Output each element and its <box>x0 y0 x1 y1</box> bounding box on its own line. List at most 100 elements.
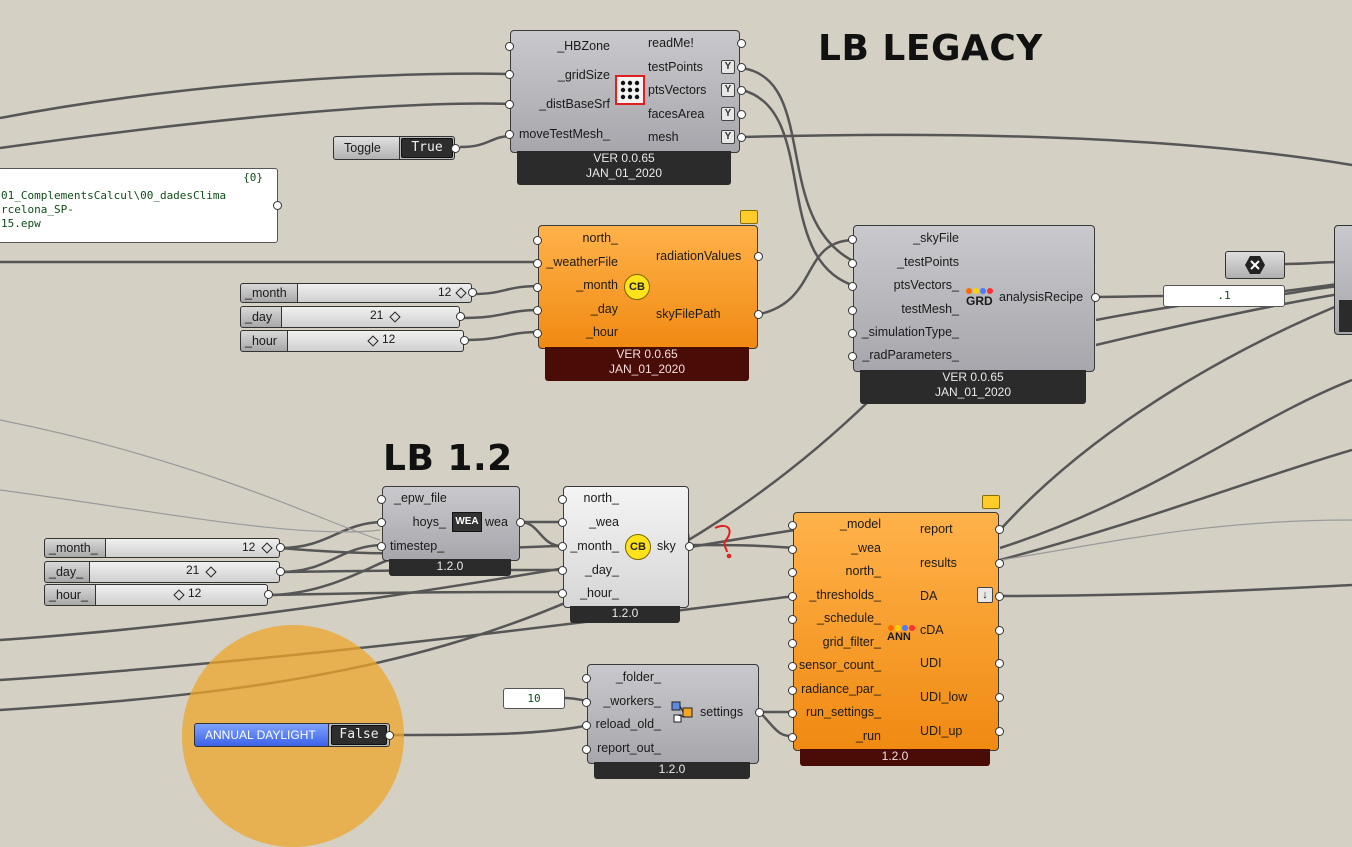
message-flag-icon[interactable] <box>740 210 758 224</box>
input-distbasesrf: _distBaseSrf <box>539 97 610 111</box>
connector-port[interactable] <box>788 639 797 648</box>
message-flag-icon[interactable] <box>982 495 1000 509</box>
connector-port[interactable] <box>995 659 1004 668</box>
connector-port[interactable] <box>685 542 694 551</box>
connector-port[interactable] <box>505 70 514 79</box>
connector-port[interactable] <box>995 626 1004 635</box>
connector-port[interactable] <box>788 662 797 671</box>
connector-port[interactable] <box>848 235 857 244</box>
day-slider[interactable]: _day 21 <box>240 306 465 328</box>
connector-port[interactable] <box>995 693 1004 702</box>
connector-port[interactable] <box>737 86 746 95</box>
connector-port[interactable] <box>516 518 525 527</box>
output-ptsvectors: ptsVectors <box>648 83 707 97</box>
connector-port[interactable] <box>533 283 542 292</box>
number-panel-value: .1 <box>1217 289 1231 302</box>
connector-port[interactable] <box>273 201 282 210</box>
input-epw-file: _epw_file <box>394 491 447 505</box>
connector-port[interactable] <box>737 39 746 48</box>
connector-port[interactable] <box>848 282 857 291</box>
output-sky: sky <box>657 539 676 553</box>
month-slider[interactable]: _month 12 <box>240 283 477 303</box>
month-slider[interactable]: _month_ 12 <box>44 538 285 558</box>
partial-component-footer <box>1339 300 1352 332</box>
connector-port[interactable] <box>995 592 1004 601</box>
input-gridsize: _gridSize <box>557 68 610 82</box>
connector-port[interactable] <box>582 698 591 707</box>
epw-path-panel[interactable]: {0} 01_ComplementsCalcul\00_dadesClima r… <box>0 168 282 243</box>
connector-port[interactable] <box>582 745 591 754</box>
output-wea: wea <box>485 515 508 529</box>
workers-panel-value: 10 <box>527 692 541 705</box>
connector-port[interactable] <box>788 521 797 530</box>
connector-port[interactable] <box>995 525 1004 534</box>
connector-port[interactable] <box>788 615 797 624</box>
hour-slider[interactable]: _hour_ 12 <box>44 584 273 606</box>
connector-port[interactable] <box>737 133 746 142</box>
connector-port[interactable] <box>385 731 394 740</box>
output-analysisrecipe: analysisRecipe <box>999 290 1084 304</box>
slider-name: _month <box>240 283 298 303</box>
connector-port[interactable] <box>754 252 763 261</box>
connector-port[interactable] <box>377 542 386 551</box>
input-month: _month_ <box>570 539 619 553</box>
input-hour: _hour <box>586 325 618 339</box>
connector-port[interactable] <box>788 568 797 577</box>
connector-port[interactable] <box>755 708 764 717</box>
annual-daylight-toggle[interactable]: ANNUAL DAYLIGHT False <box>194 723 394 747</box>
connector-port[interactable] <box>558 495 567 504</box>
hour-slider[interactable]: _hour 12 <box>240 330 469 352</box>
toggle-value[interactable]: True <box>401 138 453 158</box>
connector-port[interactable] <box>505 130 514 139</box>
connector-port[interactable] <box>737 110 746 119</box>
connector-port[interactable] <box>451 144 460 153</box>
connector-port[interactable] <box>788 733 797 742</box>
version-label: 1.2.0 <box>881 749 909 763</box>
connector-port[interactable] <box>848 306 857 315</box>
connector-port[interactable] <box>505 42 514 51</box>
output-da: DA <box>920 589 938 603</box>
connector-port[interactable] <box>505 100 514 109</box>
tree-icon: Y <box>721 107 735 121</box>
connector-port[interactable] <box>533 329 542 338</box>
connector-port[interactable] <box>848 259 857 268</box>
toggle-component[interactable]: Toggle True <box>333 136 460 160</box>
connector-port[interactable] <box>377 495 386 504</box>
connector-port[interactable] <box>533 259 542 268</box>
input-month: _month <box>576 278 618 292</box>
connector-port[interactable] <box>788 592 797 601</box>
connector-port[interactable] <box>788 545 797 554</box>
date-label: JAN_01_2020 <box>585 166 663 180</box>
close-hex-icon[interactable] <box>1225 251 1285 279</box>
connector-port[interactable] <box>995 559 1004 568</box>
connector-port[interactable] <box>995 727 1004 736</box>
connector-port[interactable] <box>754 310 763 319</box>
connector-port[interactable] <box>788 709 797 718</box>
connector-port[interactable] <box>276 543 285 552</box>
connector-port[interactable] <box>533 306 542 315</box>
output-udi-low: UDI_low <box>920 690 968 704</box>
connector-port[interactable] <box>582 721 591 730</box>
connector-port[interactable] <box>848 329 857 338</box>
connector-port[interactable] <box>276 567 285 576</box>
input-model: _model <box>840 517 881 531</box>
connector-port[interactable] <box>848 352 857 361</box>
connector-port[interactable] <box>377 518 386 527</box>
toggle-value[interactable]: False <box>331 725 387 745</box>
connector-port[interactable] <box>1091 293 1100 302</box>
connector-port[interactable] <box>533 236 542 245</box>
number-panel[interactable]: .1 <box>1163 285 1285 307</box>
day-slider[interactable]: _day_ 21 <box>44 561 285 583</box>
connector-port[interactable] <box>582 674 591 683</box>
connector-port[interactable] <box>558 542 567 551</box>
connector-port[interactable] <box>460 336 469 345</box>
connector-port[interactable] <box>264 590 273 599</box>
connector-port[interactable] <box>558 518 567 527</box>
workers-panel[interactable]: 10 <box>503 688 565 709</box>
connector-port[interactable] <box>456 312 465 321</box>
connector-port[interactable] <box>468 288 477 297</box>
connector-port[interactable] <box>788 686 797 695</box>
connector-port[interactable] <box>558 566 567 575</box>
connector-port[interactable] <box>737 63 746 72</box>
connector-port[interactable] <box>558 589 567 598</box>
